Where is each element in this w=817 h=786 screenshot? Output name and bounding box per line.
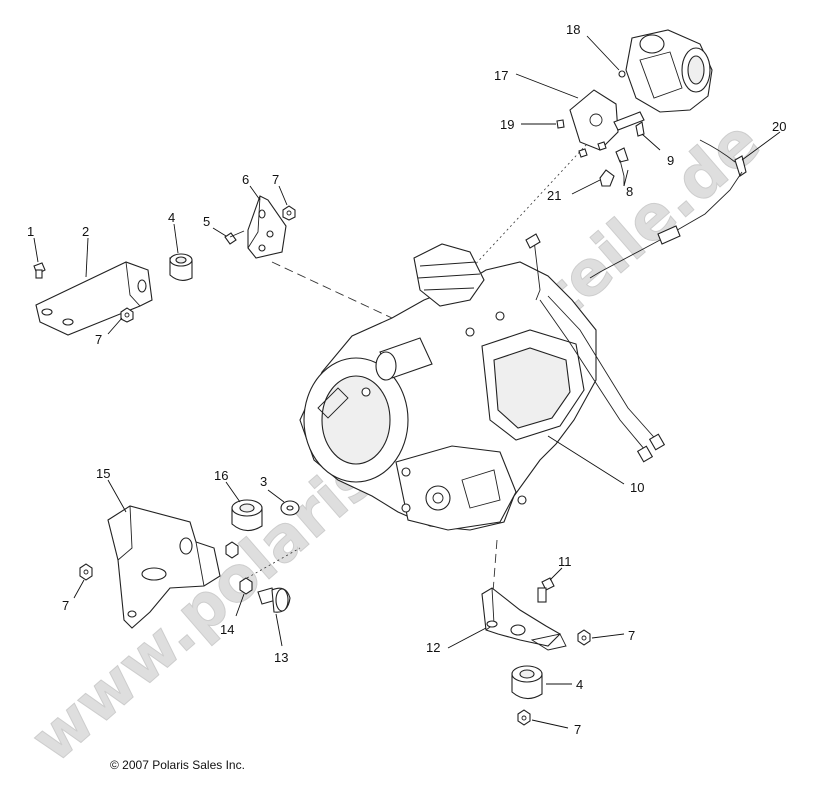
part-18-throttle-body [586,29,713,113]
part-2-bracket [35,237,153,336]
callout-16: 16 [214,468,228,483]
part-14-nut [225,541,253,617]
part-4-rubber-mount-lower [511,665,572,700]
copyright-notice: © 2007 Polaris Sales Inc. [110,758,245,772]
callout-7-b: 7 [95,332,102,347]
part-1-bolt [33,237,46,279]
alignment-lines [246,129,601,606]
callout-19: 19 [500,117,514,132]
part-17-cover-plate [515,73,645,151]
callout-14: 14 [220,622,234,637]
part-13-stud-bumper [257,587,291,647]
part-11-bolt [537,567,563,603]
callout-10: 10 [630,480,644,495]
callout-17: 17 [494,68,508,83]
part-8-9-hose [615,121,661,187]
callout-7-c: 7 [62,598,69,613]
callout-13: 13 [274,650,288,665]
callout-5: 5 [203,214,210,229]
part-4-rubber-mount-upper [169,223,193,281]
callout-21: 21 [547,188,561,203]
callout-4-upper: 4 [168,210,175,225]
part-10-engine [299,233,666,531]
callout-7-a: 7 [272,172,279,187]
callout-18: 18 [566,22,580,37]
part-7-nut-lower-left [73,563,93,599]
part-5-bolt [212,227,245,245]
part-3-washer [267,489,300,516]
callout-6: 6 [242,172,249,187]
part-19-screw [521,119,607,158]
part-16-rubber-mount [225,481,263,532]
callout-20: 20 [772,119,786,134]
callout-1: 1 [27,224,34,239]
part-21-fitting [571,169,615,195]
part-6-bracket [247,185,287,259]
callout-8: 8 [626,184,633,199]
callout-12: 12 [426,640,440,655]
callout-7-d: 7 [628,628,635,643]
callout-4-lower: 4 [576,677,583,692]
callout-11: 11 [558,554,572,569]
callout-15: 15 [96,466,110,481]
part-12-bracket [447,587,567,651]
part-20-throttle-cable [589,131,781,279]
part-15-bracket [107,479,221,629]
callout-9: 9 [667,153,674,168]
callout-7-e: 7 [574,722,581,737]
callout-2: 2 [82,224,89,239]
part-7-nut-left [107,307,134,335]
callout-3: 3 [260,474,267,489]
part-7-nut-upper [278,185,296,221]
part-7-nut-bottom [517,709,569,729]
callout-numbers: 1 2 4 5 6 7 7 18 17 19 20 9 8 21 10 15 1… [27,22,786,737]
part-7-nut-lower-right [577,629,625,646]
